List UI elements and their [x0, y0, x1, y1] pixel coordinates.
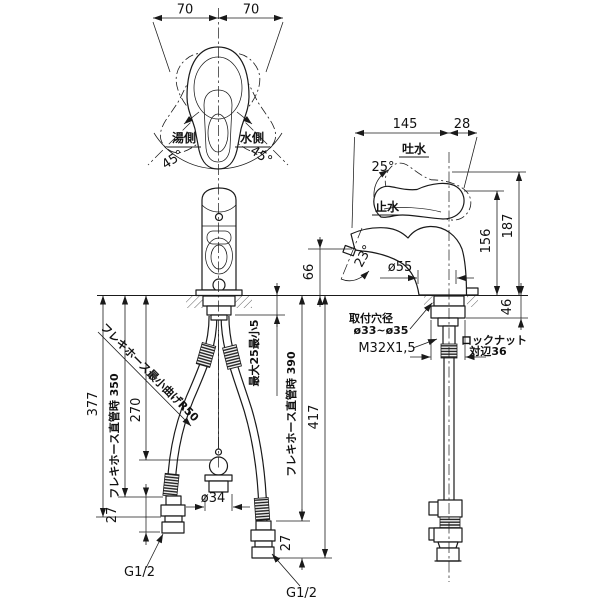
- dim-27-left: 27: [105, 507, 120, 524]
- swing-angle-left: 45°: [159, 147, 186, 172]
- swing-direction-arrow-left: [183, 111, 200, 125]
- front-view-body: [195, 187, 243, 297]
- handle-top-outline: [186, 46, 250, 170]
- hose-connector-right: [250, 520, 276, 559]
- dim-plug-dia: ø34: [201, 491, 226, 506]
- dim-156: 156: [479, 229, 494, 254]
- dim-body-dia: ø55: [388, 260, 413, 275]
- dim-28: 28: [454, 117, 471, 132]
- label-locknut-flats: 対辺36: [468, 344, 507, 358]
- dim-66: 66: [302, 264, 317, 281]
- base-flange: [195, 289, 243, 297]
- label-deck-range: 最大25最小5: [247, 320, 261, 387]
- hot-side-label: 湯側: [172, 130, 196, 145]
- flex-hoses: [162, 315, 271, 525]
- label-shank-thread: M32X1,5: [358, 341, 415, 356]
- dim-46: 46: [500, 299, 515, 316]
- label-mount-hole: 取付穴径: [349, 311, 393, 325]
- top-view: 70 70 湯側 水側 45° 45°: [143, 3, 293, 173]
- spout-opening: [205, 237, 233, 275]
- dim-70-right: 70: [243, 3, 260, 18]
- dim-25deg: 25°: [371, 160, 394, 175]
- mounting-shank-front: [202, 295, 236, 321]
- mounting-shank-side: [421, 287, 479, 562]
- side-view: 145 28 吐水 25° 止水 23° ø55 66: [302, 117, 528, 582]
- dim-145: 145: [393, 117, 418, 132]
- label-mount-hole-range: ø33~ø35: [354, 324, 409, 337]
- dim-417: 417: [307, 405, 322, 430]
- label-discharge: 吐水: [402, 141, 427, 156]
- dim-377: 377: [86, 392, 101, 417]
- dim-187: 187: [501, 214, 516, 239]
- popup-lever-hole: [212, 278, 226, 292]
- side-view-body: [342, 155, 478, 296]
- dim-270: 270: [129, 398, 144, 423]
- thread-g12-right: G1/2: [286, 586, 317, 600]
- handle-screw: [214, 212, 224, 222]
- thread-g12-left: G1/2: [124, 565, 155, 580]
- dim-27-right: 27: [279, 535, 294, 552]
- hose-connector-left: [160, 495, 186, 534]
- label-hose-390: フレキホース直管時 390: [284, 351, 298, 477]
- label-locknut: ロックナット: [461, 334, 527, 347]
- label-hose-350: フレキホース直管時 350: [107, 373, 121, 499]
- cold-side-label: 水側: [240, 130, 264, 145]
- swing-direction-arrow-right: [236, 111, 253, 125]
- lock-nut: [430, 305, 466, 319]
- label-stop: 止水: [375, 199, 400, 214]
- dim-70-left: 70: [177, 3, 194, 18]
- spout-axis: [339, 227, 363, 283]
- side-dimensions: 145 28 吐水 25° 止水 23° ø55 66: [302, 117, 528, 361]
